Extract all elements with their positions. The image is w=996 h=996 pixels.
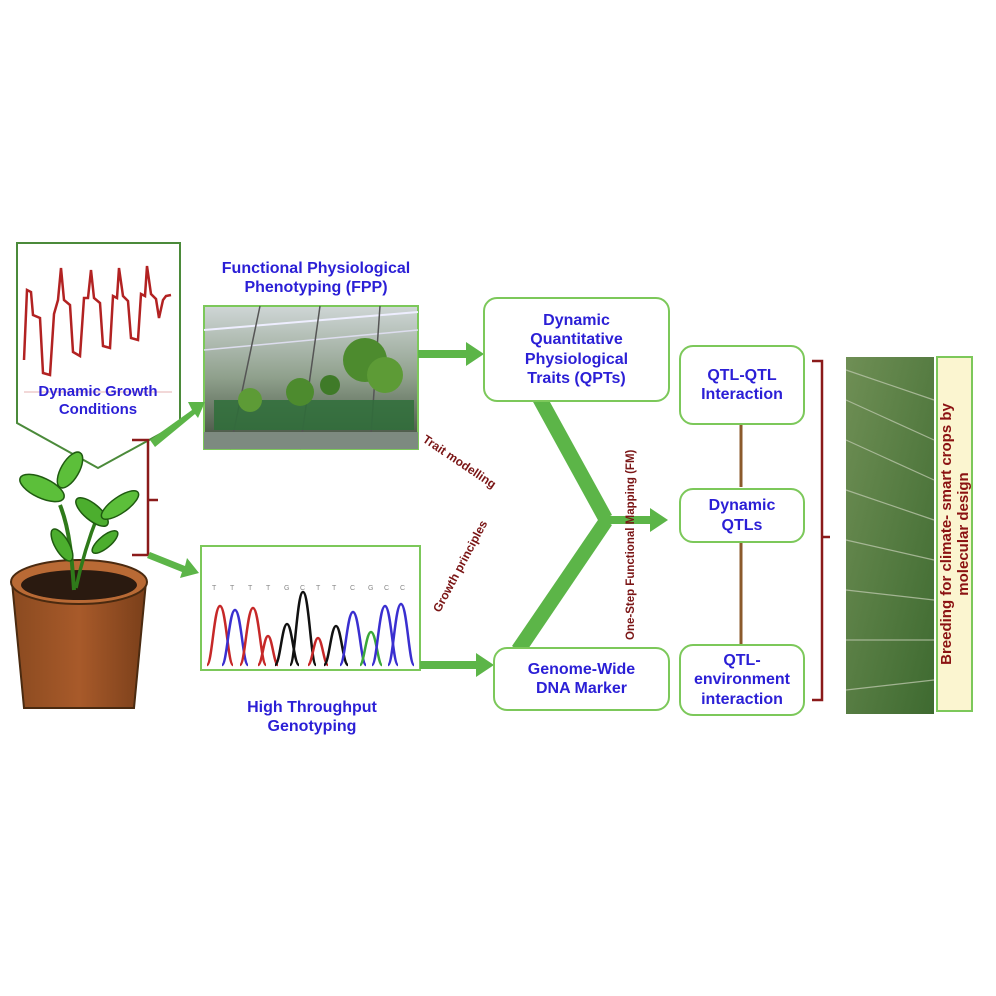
crop-field-photo [845,357,935,714]
svg-text:C: C [384,585,389,592]
dynamic-qtls-box-text: Dynamic QTLs [708,497,776,534]
fpp-title: Functional Physiological Phenotyping (FP… [196,260,436,298]
qtl-environment-box-text: QTL- environment interaction [693,652,790,708]
qtl-environment-box: QTL- environment interaction [679,644,805,716]
svg-text:T: T [248,585,253,592]
svg-text:C: C [400,585,405,592]
breeding-label-text: Breeding for climate- smart crops by mol… [937,403,972,665]
svg-text:C: C [350,585,355,592]
svg-text:G: G [284,585,289,592]
svg-text:T: T [266,585,271,592]
svg-text:T: T [230,585,235,592]
htg-line1: High Throughput [247,699,377,716]
htg-line2: Genotyping [267,717,357,735]
svg-text:T: T [316,585,321,592]
svg-text:G: G [368,585,373,592]
growth-conditions-line1: Dynamic Growth [38,383,158,400]
breeding-label-box: Breeding for climate- smart crops by mol… [936,356,973,712]
genome-wide-box: Genome-Wide DNA Marker [493,647,670,711]
growth-conditions-line2: Conditions [58,400,138,418]
qpt-box-text: Dynamic Quantitative Physiological Trait… [524,312,629,387]
htg-title: High Throughput Genotyping [200,699,424,737]
qtl-qtl-box: QTL-QTL Interaction [679,345,805,425]
svg-text:T: T [332,585,337,592]
genome-wide-box-text: Genome-Wide DNA Marker [527,660,636,697]
dynamic-qtls-box: Dynamic QTLs [679,488,805,543]
growth-condition-chart-icon [16,242,181,470]
flow-arrows [147,342,668,677]
qtl-bracket [812,359,830,702]
growth-conditions-label: Dynamic Growth Conditions [20,383,176,418]
svg-text:C: C [300,585,305,592]
fpp-line1: Functional Physiological [221,260,411,277]
plant-bracket [132,438,158,557]
svg-text:T: T [212,585,217,592]
qpt-box: Dynamic Quantitative Physiological Trait… [483,297,670,402]
functional-mapping-label: One-Step Functional Mapping (FM) [625,449,637,640]
fpp-line2: Phenotyping (FPP) [244,278,388,296]
qtl-qtl-box-text: QTL-QTL Interaction [701,366,783,403]
potted-plant-icon [10,451,148,709]
greenhouse-photo [203,305,419,450]
